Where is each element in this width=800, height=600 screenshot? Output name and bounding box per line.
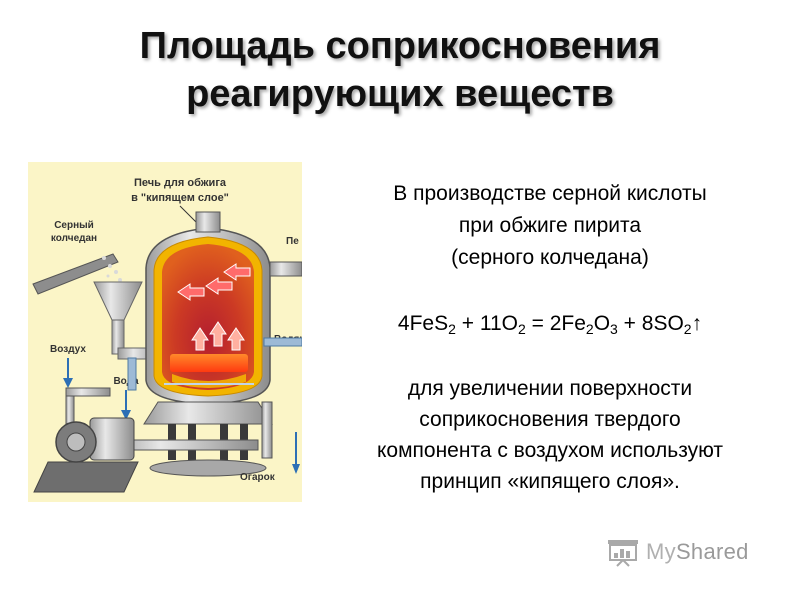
air-pipe-horizontal (65, 387, 111, 397)
label-water: Вода (113, 376, 139, 387)
eq-sub-3: 2 (585, 321, 594, 337)
eq-sub-1: 2 (448, 321, 456, 337)
ore-conveyor (32, 253, 119, 295)
label-gas-partial: Пе (286, 236, 299, 247)
watermark-brand-rest: Shared (675, 539, 749, 564)
note-line-1: для увеличении поверхности (407, 377, 693, 400)
eq-sub-2: 2 (517, 321, 526, 337)
intro-line-1: В производстве серной кислоты (393, 182, 707, 205)
fluidized-bed-note: для увеличении поверхности соприкосновен… (315, 373, 785, 497)
furnace-illustration: Печь для обжига в "кипящем слое" Серный … (28, 162, 302, 502)
note-line-3: компонента с воздухом используют (376, 439, 723, 462)
eq-sub-5: 2 (683, 321, 692, 337)
water-arrow (121, 410, 131, 420)
cinder-arrow (292, 464, 300, 474)
eq-term-o2: + 11O (455, 312, 518, 335)
water-coil-outlet (263, 337, 302, 347)
gas-release-arrow-icon: ↑ (691, 312, 703, 335)
gas-flow-arrows (177, 263, 251, 301)
slide-title-line-1: Площадь соприкосновения (139, 25, 661, 67)
reaction-equation: 4FeS2 + 11O2 = 2Fe2O3 + 8SO2↑ (315, 309, 785, 339)
eq-term-o3: O (593, 312, 611, 335)
presentation-board-icon (608, 540, 638, 567)
intro-line-3: (серного колчедана) (451, 246, 649, 269)
label-ore-line-1: Серный (54, 220, 94, 231)
blower-motor (89, 417, 135, 461)
note-line-4: принцип «кипящего слоя». (420, 470, 680, 493)
label-ore-line-2: колчедан (51, 233, 97, 244)
fluidized-bed (170, 354, 248, 372)
slide-title: Площадь соприкосновения реагирующих веще… (0, 22, 800, 118)
feed-hopper (93, 281, 143, 321)
eq-term-fe2o3: = 2Fe (525, 312, 586, 335)
label-cinder: Огарок (240, 472, 276, 483)
eq-term-so2: + 8SO (617, 312, 684, 335)
blower-base (33, 461, 139, 493)
eq-term-fes: 4FeS (397, 312, 449, 335)
intro-text: В производстве серной кислоты при обжиге… (315, 178, 785, 274)
furnace-top-flange (195, 211, 221, 233)
cinder-pipe (261, 401, 273, 459)
watermark-brand: MyShared (646, 539, 749, 565)
slide-title-line-2: реагирующих веществ (186, 73, 614, 115)
myshared-watermark[interactable]: MyShared (606, 535, 749, 569)
blower-fan-hub (66, 432, 86, 452)
gas-outlet-pipe (269, 261, 302, 277)
furnace-caption-line-1: Печь для обжига (134, 177, 227, 189)
note-line-2: соприкосновения твердого (419, 408, 681, 431)
intro-line-2: при обжиге пирита (458, 214, 642, 237)
label-air: Воздух (50, 344, 86, 355)
watermark-brand-my: My (646, 539, 676, 564)
furnace-base (143, 401, 273, 425)
eq-sub-4: 3 (610, 321, 618, 337)
water-inlet-pipe (127, 357, 137, 391)
air-arrow (63, 378, 73, 388)
foundation-plate (149, 459, 267, 477)
furnace-chamber (162, 244, 254, 390)
rising-air-arrows (191, 321, 245, 351)
furnace-diagram: Печь для обжига в "кипящем слое" Серный … (32, 177, 302, 493)
furnace-caption-line-2: в "кипящем слое" (131, 192, 229, 204)
